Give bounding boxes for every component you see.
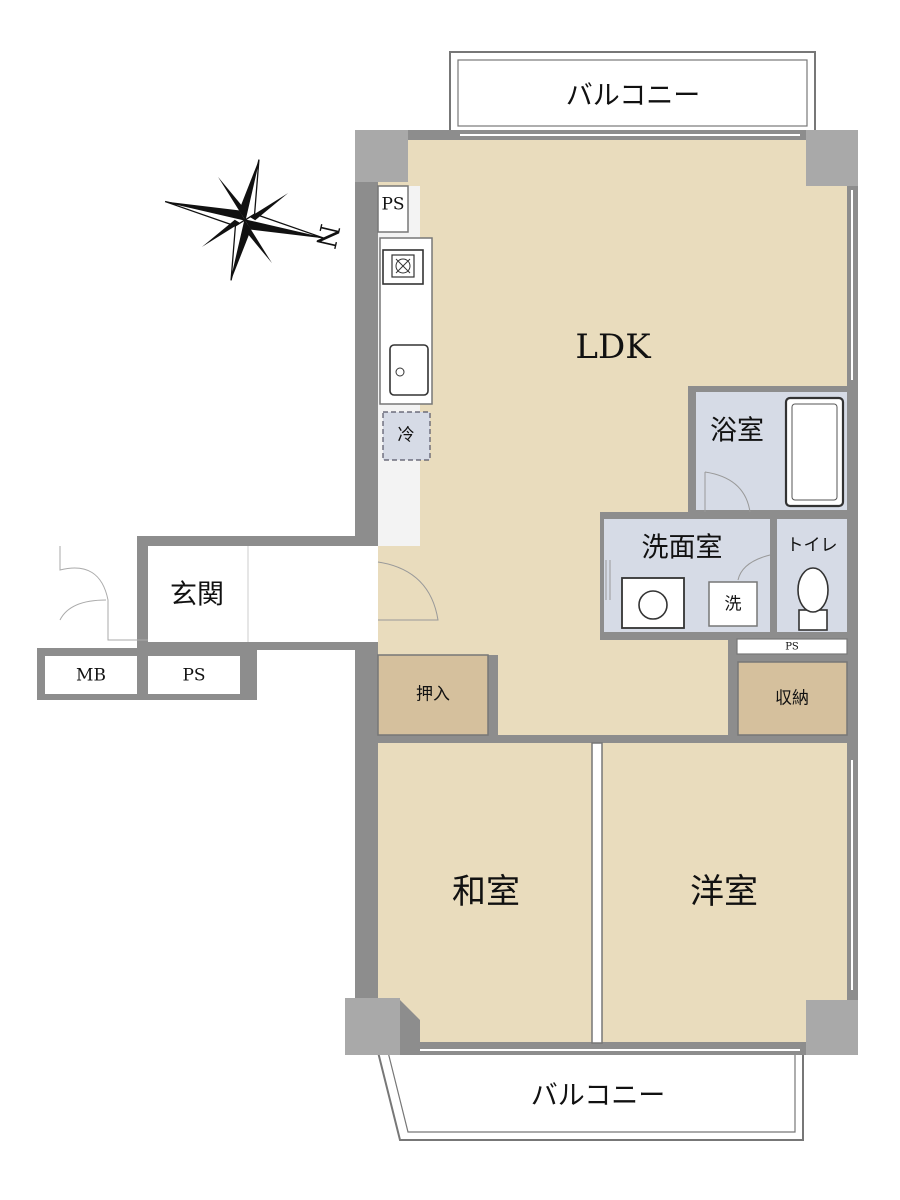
balcony-top-label: バルコニー [566, 81, 700, 112]
entrance-label: 玄関 [170, 580, 224, 611]
bath-door-swing [704, 471, 751, 513]
fridge-space [382, 411, 431, 461]
japanese-room-floor [378, 743, 592, 1042]
western-room-label: 洋室 [690, 872, 758, 912]
toilet-fixture [797, 567, 829, 631]
washer-label: 洗 [725, 595, 742, 615]
storage-closet [737, 661, 848, 736]
mb-box [45, 656, 137, 694]
ps-bath-box [736, 638, 848, 655]
washroom-label: 洗面室 [642, 533, 723, 564]
storage-label: 収納 [775, 689, 809, 709]
oshiire-closet [377, 654, 489, 736]
mb-label: MB [76, 666, 106, 686]
ps-kitchen-box [377, 185, 409, 233]
oshiire-label: 押入 [416, 685, 450, 705]
room-partition-wall [591, 742, 603, 1044]
stove-icon [382, 249, 424, 285]
balcony-bottom [377, 1051, 804, 1141]
ps-kitchen-label: PS [381, 195, 404, 215]
bath-label: 浴室 [710, 416, 764, 447]
bathtub [784, 396, 845, 508]
ps-entrance-box [148, 656, 240, 694]
balcony-top [449, 51, 816, 133]
balcony-bottom-label: バルコニー [531, 1081, 665, 1112]
kitchen-sink-icon [389, 344, 429, 396]
windows [420, 134, 853, 1051]
entrance-floor [148, 546, 378, 642]
fridge-label: 冷 [398, 426, 415, 446]
ldk-label: LDK [575, 327, 651, 367]
compass-rose-icon [164, 159, 326, 281]
western-room-floor [602, 743, 847, 1042]
ldk-door-swing [377, 561, 439, 621]
japanese-room-label: 和室 [452, 872, 520, 912]
ps-entrance-label: PS [182, 666, 205, 686]
compass-north-label: N [309, 221, 345, 251]
washer-space [708, 581, 758, 627]
ldk-floor [378, 140, 847, 735]
ps-bath-label: PS [785, 642, 799, 653]
structural-columns [345, 130, 858, 1055]
toilet-label: トイレ [787, 536, 838, 556]
entrance-door-swing [59, 546, 148, 641]
